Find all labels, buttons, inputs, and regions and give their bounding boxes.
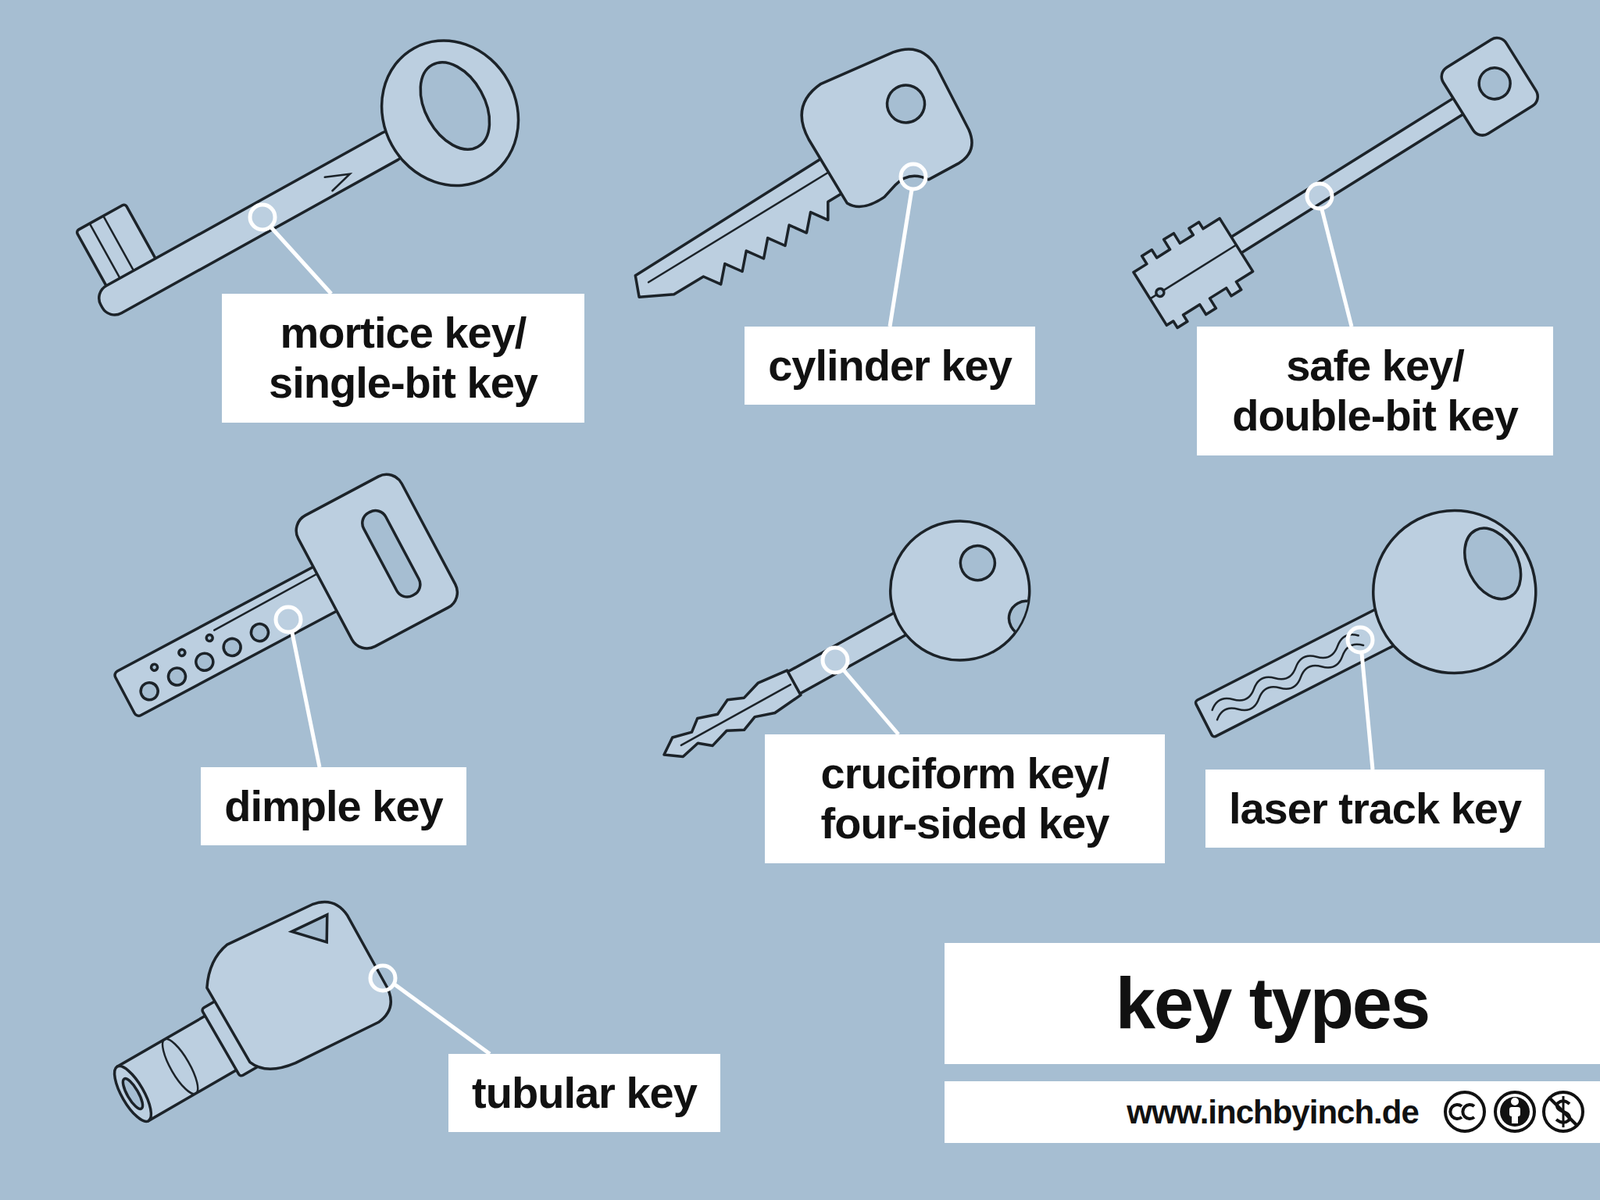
leader-lines bbox=[1361, 653, 1373, 770]
safe-key bbox=[1154, 287, 1166, 299]
tubular-key bbox=[82, 885, 401, 1152]
leader-lines bbox=[271, 227, 332, 294]
tubular-key bbox=[192, 885, 401, 1088]
mortice-key bbox=[356, 15, 545, 211]
cylinder-key bbox=[592, 28, 985, 340]
label-box: safe key/ double-bit key bbox=[1196, 326, 1554, 456]
title-box: key types bbox=[944, 942, 1600, 1065]
attribution-icon bbox=[1500, 1096, 1530, 1127]
dimple-key bbox=[248, 621, 272, 645]
part-name: laser track key bbox=[1228, 783, 1522, 834]
safe-key bbox=[1150, 245, 1236, 300]
label-box: cruciform key/ four-sided key bbox=[764, 734, 1165, 864]
dimple-key bbox=[150, 663, 159, 672]
cylinder-key bbox=[880, 78, 933, 130]
website-url: www.inchbyinch.de bbox=[1126, 1093, 1419, 1132]
dimple-key bbox=[358, 506, 425, 601]
tubular-key bbox=[291, 911, 339, 954]
noncommercial-icon bbox=[1543, 1092, 1583, 1132]
laser-track-key bbox=[1167, 482, 1565, 793]
leader-lines bbox=[370, 965, 396, 991]
part-name: cylinder key bbox=[767, 340, 1012, 391]
part-name: dimple key bbox=[224, 781, 443, 832]
label-box: tubular key bbox=[448, 1053, 721, 1133]
dimple-key bbox=[137, 679, 161, 704]
dimple-key bbox=[220, 635, 244, 660]
cruciform-key bbox=[1003, 595, 1050, 643]
laser-track-key bbox=[1214, 640, 1366, 725]
laser-track-key bbox=[1345, 482, 1565, 702]
label-box: cylinder key bbox=[744, 326, 1036, 405]
title: key types bbox=[1115, 962, 1429, 1045]
attribution-icon bbox=[1495, 1092, 1535, 1132]
dimple-key bbox=[165, 664, 190, 689]
leader-lines bbox=[275, 607, 301, 633]
cc-icon bbox=[1445, 1092, 1485, 1132]
cruciform-key bbox=[865, 496, 1055, 686]
part-name: tubular key bbox=[471, 1067, 697, 1118]
leader-lines bbox=[1321, 209, 1352, 327]
cruciform-key bbox=[953, 539, 1001, 587]
leader-lines bbox=[843, 670, 899, 735]
tubular-key bbox=[107, 1060, 158, 1126]
leader-lines bbox=[822, 647, 848, 673]
cylinder-key bbox=[626, 154, 857, 324]
tubular-key bbox=[156, 1034, 204, 1098]
dimple-key bbox=[113, 559, 351, 718]
laser-track-key bbox=[1194, 602, 1408, 738]
safe-key bbox=[1473, 61, 1517, 105]
attribution-icon bbox=[1510, 1097, 1519, 1106]
leader-lines bbox=[250, 204, 275, 230]
safe-key bbox=[1228, 89, 1477, 255]
noncommercial-icon bbox=[1556, 1100, 1570, 1123]
tubular-key bbox=[119, 1075, 147, 1111]
label-box: mortice key/ single-bit key bbox=[221, 293, 585, 423]
laser-track-key bbox=[1453, 518, 1533, 609]
mortice-key bbox=[90, 217, 134, 279]
noncommercial-icon bbox=[1550, 1098, 1577, 1125]
cc-icon bbox=[1450, 1104, 1462, 1119]
leader-lines bbox=[394, 984, 490, 1054]
caption-box: www.inchbyinch.de bbox=[944, 1081, 1600, 1143]
laser-track-key bbox=[1209, 630, 1361, 715]
dimple-key bbox=[177, 648, 186, 658]
attribution-icon bbox=[1495, 1092, 1535, 1132]
leader-lines bbox=[900, 164, 926, 190]
mortice-key bbox=[93, 125, 410, 320]
part-name: mortice key/ single-bit key bbox=[245, 307, 561, 409]
leader-lines bbox=[292, 632, 320, 768]
dimple-key bbox=[89, 468, 464, 761]
label-box: dimple key bbox=[200, 767, 466, 846]
leader-lines bbox=[1307, 183, 1333, 209]
dimple-key bbox=[213, 570, 325, 631]
cc-icon bbox=[1445, 1092, 1485, 1132]
cylinder-key bbox=[787, 28, 986, 223]
safe-key bbox=[1127, 208, 1260, 336]
dimple-key bbox=[289, 468, 464, 655]
part-name: safe key/ double-bit key bbox=[1220, 340, 1530, 442]
mortice-key bbox=[406, 50, 504, 162]
label-box: laser track key bbox=[1205, 769, 1545, 848]
leader-lines bbox=[889, 189, 912, 327]
noncommercial-icon bbox=[1562, 1096, 1565, 1128]
attribution-icon bbox=[1511, 1115, 1518, 1124]
dimple-key bbox=[205, 633, 215, 643]
dimple-key bbox=[192, 650, 217, 674]
attribution-icon bbox=[1509, 1107, 1521, 1117]
safe-key bbox=[1437, 33, 1543, 140]
cylinder-key bbox=[647, 171, 829, 283]
safe-key bbox=[1127, 30, 1544, 336]
mortice-key bbox=[325, 165, 354, 191]
cruciform-key bbox=[1003, 595, 1050, 643]
leader-lines bbox=[1347, 627, 1373, 653]
noncommercial-icon bbox=[1543, 1092, 1583, 1132]
part-name: cruciform key/ four-sided key bbox=[788, 748, 1142, 850]
cc-icon bbox=[1462, 1104, 1475, 1119]
